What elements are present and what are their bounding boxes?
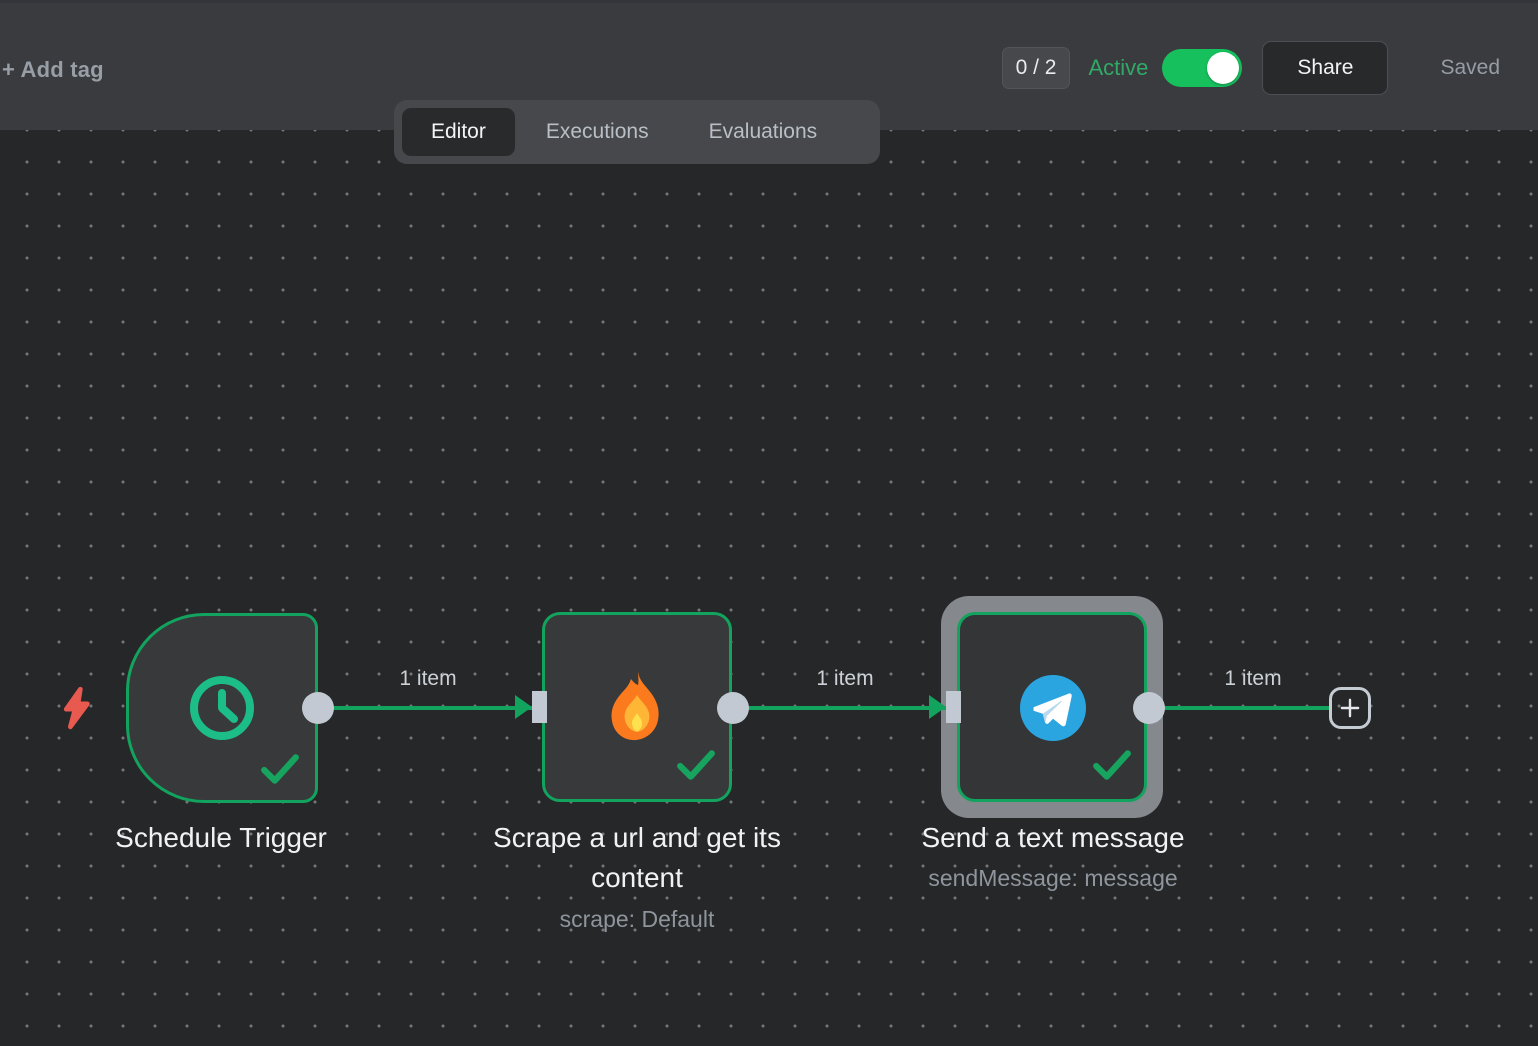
plus-icon (1340, 698, 1360, 718)
connection-items-label: 1 item (816, 667, 874, 690)
active-workflow-counter: 0 / 2 (1001, 47, 1071, 89)
node-title: Schedule Trigger (115, 822, 327, 853)
workflow-canvas[interactable] (0, 130, 1538, 1046)
connection-line[interactable] (1149, 706, 1331, 710)
input-port[interactable] (532, 691, 547, 723)
tab-editor[interactable]: Editor (402, 108, 515, 156)
success-check-icon (261, 754, 299, 784)
input-port-arrow (929, 695, 946, 719)
active-label: Active (1088, 55, 1149, 80)
success-check-icon (677, 750, 715, 780)
active-toggle[interactable] (1162, 49, 1243, 87)
output-port[interactable] (717, 692, 749, 724)
view-tabs: Editor Executions Evaluations (394, 100, 880, 164)
lightning-icon (63, 686, 90, 730)
share-button[interactable]: Share (1262, 41, 1389, 95)
input-port-arrow (515, 695, 532, 719)
toggle-knob (1207, 52, 1240, 84)
input-port[interactable] (946, 691, 961, 723)
output-port[interactable] (302, 692, 334, 724)
save-status: Saved (1440, 56, 1500, 79)
tab-executions[interactable]: Executions (545, 120, 649, 143)
output-port[interactable] (1133, 692, 1165, 724)
header-actions: 0 / 2 Active Share Saved (1001, 3, 1500, 133)
node-subtitle: sendMessage: message (928, 865, 1178, 891)
tab-evaluations[interactable]: Evaluations (708, 120, 818, 143)
connection-items-label: 1 item (1224, 667, 1282, 690)
add-node-button[interactable] (1329, 687, 1371, 729)
success-check-icon (1093, 750, 1131, 780)
connection-items-label: 1 item (399, 667, 457, 690)
connection-line[interactable] (318, 706, 534, 710)
node-title: Send a text message (921, 822, 1185, 853)
connection-line[interactable] (733, 706, 948, 710)
node-title: Scrape a url and get its content (493, 822, 781, 893)
node-subtitle: scrape: Default (559, 906, 715, 932)
add-tag-button[interactable]: + Add tag (2, 57, 104, 82)
